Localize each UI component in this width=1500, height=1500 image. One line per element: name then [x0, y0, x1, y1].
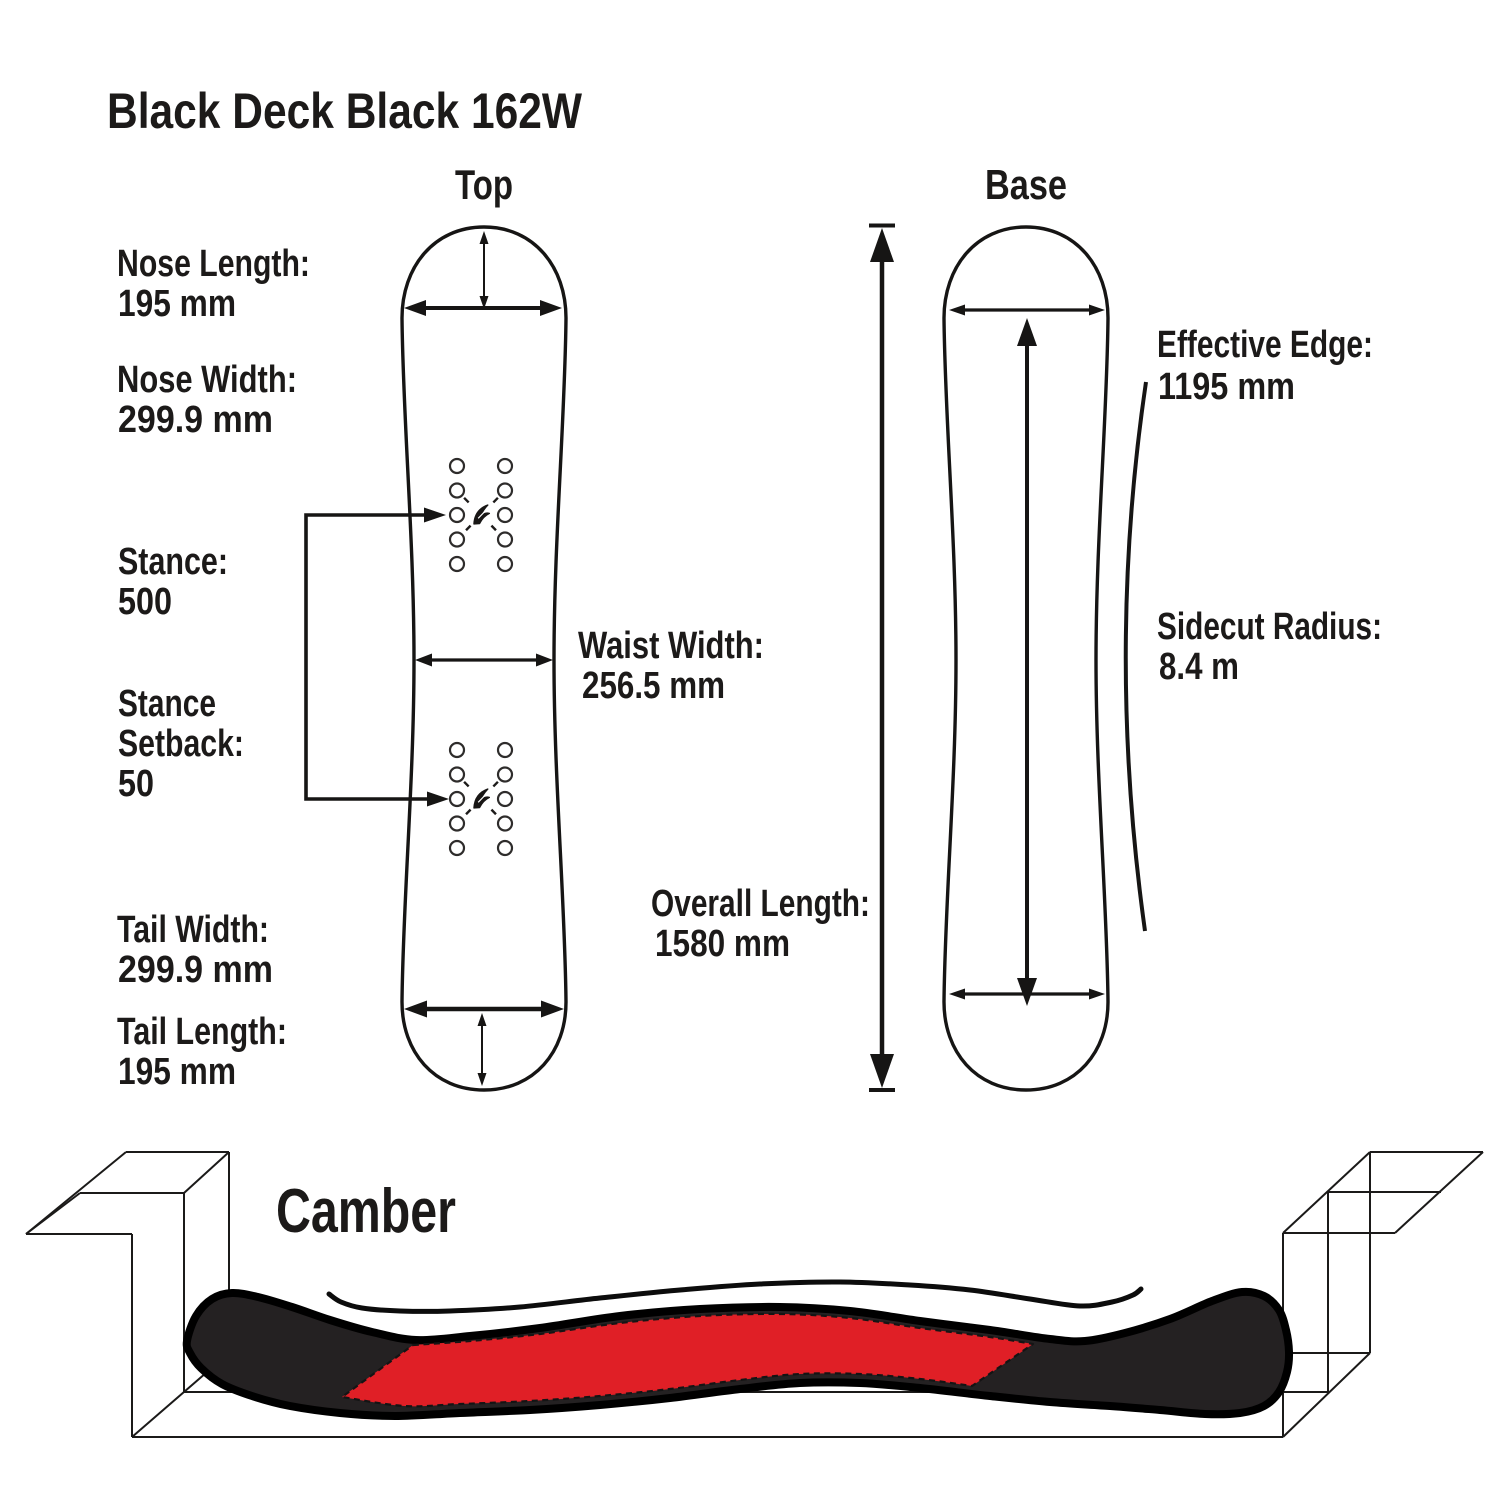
nose-length-value: 195 mm — [118, 283, 236, 325]
base-view — [869, 223, 1148, 1092]
nose-width-value: 299.9 mm — [118, 399, 273, 441]
sidecut-curve — [1123, 381, 1148, 932]
stance-value: 500 — [118, 581, 172, 623]
rear-insert-pack — [448, 741, 514, 857]
stance-bracket — [304, 507, 449, 807]
effective-edge-value: 1195 mm — [1158, 366, 1295, 408]
base-nose-width-arrow — [949, 304, 1105, 316]
brand-logo-icon — [473, 788, 491, 809]
nose-width-arrow — [404, 300, 562, 316]
tail-width-arrow — [404, 1000, 564, 1018]
nose-length-label: Nose Length: — [117, 243, 310, 285]
overall-length-label: Overall Length: — [651, 883, 870, 925]
camber-reference-curve — [326, 1279, 1144, 1314]
stance-setback-value: 50 — [118, 763, 154, 805]
stance-setback-label-2: Setback: — [118, 723, 244, 765]
stance-label: Stance: — [118, 541, 228, 583]
tail-width-label: Tail Width: — [117, 909, 269, 951]
nose-length-arrow — [479, 231, 489, 309]
effective-edge-label: Effective Edge: — [1157, 324, 1373, 366]
diagram-title: Black Deck Black 162W — [107, 83, 583, 139]
camber-diagram — [25, 1151, 1484, 1438]
waist-width-arrow — [415, 653, 553, 667]
sidecut-radius-value: 8.4 m — [1159, 646, 1239, 688]
top-view-label: Top — [455, 161, 513, 208]
base-length-arrow — [1017, 318, 1037, 1006]
base-view-label: Base — [985, 161, 1067, 208]
camber-label: Camber — [276, 1177, 456, 1246]
waist-width-value: 256.5 mm — [582, 665, 725, 707]
top-view — [304, 225, 568, 1092]
tail-length-value: 195 mm — [118, 1051, 236, 1093]
nose-width-label: Nose Width: — [117, 359, 297, 401]
brand-logo-icon — [473, 504, 491, 525]
camber-board-red-section — [340, 1312, 1035, 1408]
tail-length-label: Tail Length: — [117, 1011, 287, 1053]
waist-width-label: Waist Width: — [578, 625, 764, 667]
sidecut-radius-label: Sidecut Radius: — [1157, 606, 1382, 648]
stance-setback-label-1: Stance — [118, 683, 216, 725]
tail-length-arrow — [477, 1013, 487, 1086]
front-insert-pack — [448, 457, 514, 573]
overall-length-arrow — [869, 223, 895, 1092]
tail-width-value: 299.9 mm — [118, 949, 273, 991]
overall-length-value: 1580 mm — [655, 923, 790, 965]
